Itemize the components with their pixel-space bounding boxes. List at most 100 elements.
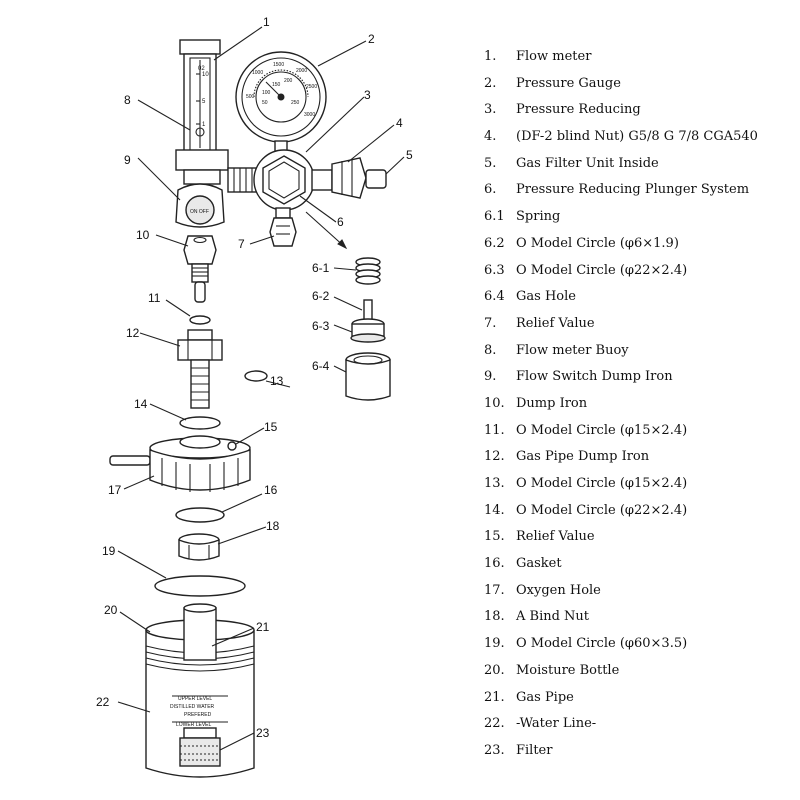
callout-6: 6 — [337, 215, 344, 229]
legend-number: 13. — [484, 476, 505, 491]
callout-9: 9 — [124, 153, 131, 167]
legend-number: 10. — [484, 395, 505, 411]
callout-17: 17 — [108, 483, 122, 497]
legend-label: O Model Circle (φ15×2.4) — [516, 422, 688, 438]
o-ring-19 — [154, 575, 246, 597]
legend-item: 21.Gas Pipe — [484, 685, 796, 712]
callout-10: 10 — [136, 228, 150, 242]
legend-number: 11. — [484, 422, 505, 438]
bottle-text-lower: LOWER LEVEL — [176, 722, 212, 728]
moisture-bottle: UPPER LEVEL DISTILLED WATER PREFERED LOW… — [145, 603, 255, 778]
legend-item: 9.Flow Switch Dump Iron — [484, 364, 796, 391]
callout-19: 19 — [102, 544, 116, 558]
callout-8: 8 — [124, 93, 131, 107]
legend-label: O Model Circle (φ22×2.4) — [516, 502, 688, 518]
legend-number: 6.1 — [484, 209, 505, 225]
gasket — [175, 507, 225, 523]
cap-relief-hole — [227, 441, 237, 451]
legend-label: Moisture Bottle — [516, 662, 620, 678]
pressure-gauge: 1500 2000 2500 3000 1000 500 200 150 100… — [235, 51, 327, 156]
legend-number: 9. — [484, 369, 497, 385]
legend-item: 3. Pressure Reducing — [484, 97, 796, 124]
callout-5: 5 — [406, 148, 413, 162]
callout-6-2: 6-2 — [312, 289, 330, 303]
flow-switch: ON OFF — [175, 183, 225, 228]
legend-item: 5.Gas Filter Unit Inside — [484, 151, 796, 178]
legend-item: 18. A Bind Nut — [484, 604, 796, 631]
legend-number: 6.4 — [484, 289, 505, 305]
legend-number: 1. — [484, 49, 497, 64]
legend-number: 6.3 — [484, 262, 505, 278]
o-ring-11 — [189, 315, 211, 325]
legend-item: 16.Gasket — [484, 551, 796, 578]
legend-number: 6. — [484, 182, 497, 198]
gauge-scale-7: 150 — [272, 82, 281, 88]
o-ring-13 — [244, 370, 268, 382]
callout-3: 3 — [364, 88, 371, 102]
gauge-scale-8: 100 — [262, 90, 271, 96]
filter — [179, 737, 221, 767]
callout-4: 4 — [396, 116, 403, 130]
legend-number: 17. — [484, 582, 505, 598]
legend-label: O Model Circle (φ15×2.4) — [516, 476, 688, 491]
flowmeter-scale-0: 02 — [198, 66, 205, 72]
legend-item: 4.(DF-2 blind Nut) G5/8 G 7/8 CGA540 — [484, 124, 796, 151]
bottle-text-upper: UPPER LEVEL — [178, 696, 212, 702]
legend-number: 21. — [484, 689, 505, 705]
legend-label: O Model Circle (φ6×1.9) — [516, 235, 679, 251]
callout-20: 20 — [104, 603, 118, 617]
legend-label: Pressure Gauge — [516, 75, 621, 91]
legend-label: Gas Pipe Dump Iron — [516, 449, 650, 465]
legend-label: O Model Circle (φ60×3.5) — [516, 636, 688, 652]
gas-pipe-dump-iron — [177, 329, 223, 409]
spring — [355, 257, 381, 285]
legend-item: 17.Oxygen Hole — [484, 578, 796, 605]
legend-label: (DF-2 blind Nut) G5/8 G 7/8 CGA540 — [516, 129, 758, 145]
callout-7: 7 — [238, 237, 245, 251]
switch-label: ON OFF — [190, 209, 209, 215]
legend-item: 2.Pressure Gauge — [484, 71, 796, 98]
pressure-reducing-body — [253, 149, 315, 211]
callout-23: 23 — [256, 726, 270, 740]
legend-label: Flow meter — [516, 49, 592, 64]
legend-number: 3. — [484, 102, 497, 118]
callout-15: 15 — [264, 420, 278, 434]
legend-label: A Bind Nut — [516, 609, 590, 625]
callout-13: 13 — [270, 374, 284, 388]
legend-label: Gasket — [516, 556, 562, 572]
legend-label: -Water Line- — [516, 716, 597, 732]
legend-item: 19.O Model Circle (φ60×3.5) — [484, 631, 796, 658]
legend-number: 8. — [484, 342, 497, 358]
legend-label: Pressure Reducing — [516, 102, 641, 118]
callout-6-3: 6-3 — [312, 319, 330, 333]
gauge-scale-4: 1000 — [252, 70, 263, 76]
legend-label: Gas Filter Unit Inside — [516, 155, 659, 171]
gas-hole-cup — [345, 352, 391, 401]
legend-number: 18. — [484, 609, 505, 625]
inlet-nut — [311, 157, 387, 199]
callout-6-1: 6-1 — [312, 261, 330, 275]
legend-label: Spring — [516, 209, 561, 225]
bottle-cap — [109, 435, 251, 492]
legend-item: 10.Dump Iron — [484, 391, 796, 418]
plunger — [350, 299, 386, 343]
bottle-text-prefered: PREFERED — [184, 712, 212, 718]
gauge-scale-10: 250 — [291, 100, 300, 106]
callout-11: 11 — [148, 291, 161, 305]
legend-label: Relief Value — [516, 315, 595, 331]
legend-item: 12. Gas Pipe Dump Iron — [484, 444, 796, 471]
gauge-scale-0: 1500 — [273, 62, 284, 68]
flow-meter-buoy — [195, 127, 205, 137]
legend-label: Flow meter Buoy — [516, 342, 629, 358]
gauge-scale-6: 200 — [284, 78, 293, 84]
legend-number: 22. — [484, 716, 505, 732]
legend-item: 6.Pressure Reducing Plunger System — [484, 177, 796, 204]
flowmeter-scale-1: 10 — [202, 72, 209, 78]
legend-number: 12. — [484, 449, 505, 465]
gas-pipe — [183, 607, 217, 661]
parts-legend: 1. Flow meter 2.Pressure Gauge 3. Pressure… — [484, 44, 796, 765]
legend-number: 15. — [484, 529, 505, 545]
gauge-scale-5: 500 — [246, 94, 255, 100]
